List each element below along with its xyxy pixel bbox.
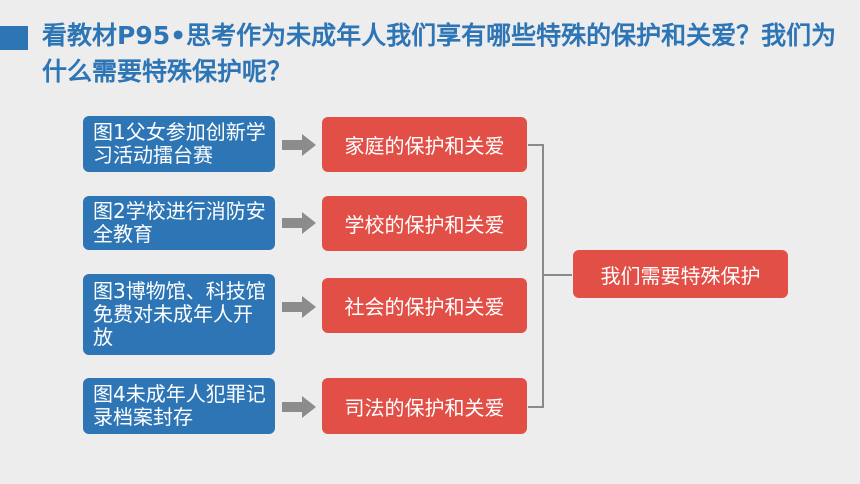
protection-box-school: 学校的保护和关爱 [322,196,527,251]
page-title: 看教材P95•思考作为未成年人我们享有哪些特殊的保护和关爱？我们为什么需要特殊保… [42,21,837,86]
figure-label-3: 图3博物馆、科技馆免费对未成年人开放 [93,279,266,349]
figure-label-1: 图1父女参加创新学习活动擂台赛 [93,120,266,167]
protection-box-family: 家庭的保护和关爱 [322,117,527,172]
figure-label-2: 图2学校进行消防安全教育 [93,199,266,246]
figure-label-4: 图4未成年人犯罪记录档案封存 [93,382,266,429]
protection-label-1: 家庭的保护和关爱 [344,134,505,158]
right-arrow-icon [282,212,316,234]
conclusion-box: 我们需要特殊保护 [573,250,788,298]
figure-box-2: 图2学校进行消防安全教育 [83,196,275,250]
figure-box-4: 图4未成年人犯罪记录档案封存 [83,378,275,434]
figure-box-1: 图1父女参加创新学习活动擂台赛 [83,116,275,172]
protection-box-society: 社会的保护和关爱 [322,278,527,333]
right-arrow-icon [282,134,316,156]
right-arrow-icon [282,296,316,318]
title-marker [0,26,28,50]
protection-box-judicial: 司法的保护和关爱 [322,378,527,434]
protection-label-4: 司法的保护和关爱 [344,395,505,420]
protection-label-2: 学校的保护和关爱 [344,213,505,237]
right-arrow-icon [282,396,316,418]
right-bracket-connector [528,144,544,408]
figure-box-3: 图3博物馆、科技馆免费对未成年人开放 [83,274,275,355]
protection-label-3: 社会的保护和关爱 [344,295,505,319]
conclusion-label: 我们需要特殊保护 [600,263,761,288]
bracket-connector-line [544,274,572,276]
